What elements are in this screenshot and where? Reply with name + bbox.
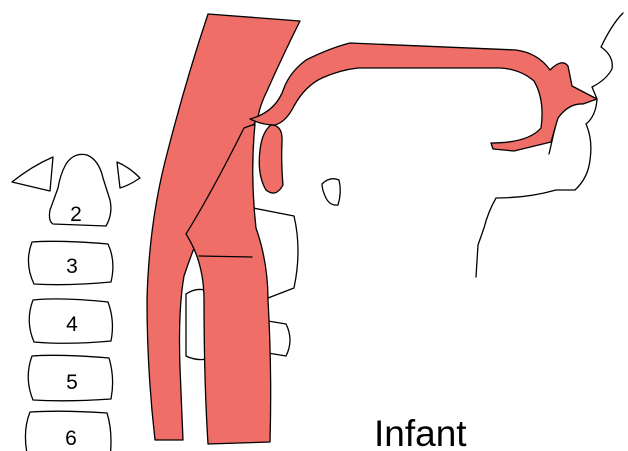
nasopharynx-nasal-passage: [250, 43, 597, 151]
c2-left-process: [12, 157, 53, 191]
soft-palate: [259, 125, 283, 193]
diagram-caption: Infant: [374, 413, 467, 451]
vertebra-label-c6: 6: [65, 427, 77, 450]
vertebra-label-c2: 2: [70, 203, 82, 226]
vertebral-column: 2 3 4 5 6: [12, 154, 140, 451]
vertebra-label-c4: 4: [66, 313, 78, 336]
airway-passages: [147, 14, 597, 444]
c2-right-process: [117, 162, 140, 188]
hyoid-bone: [322, 179, 340, 205]
vertebra-label-c5: 5: [66, 371, 78, 394]
vertebra-label-c3: 3: [66, 255, 78, 278]
